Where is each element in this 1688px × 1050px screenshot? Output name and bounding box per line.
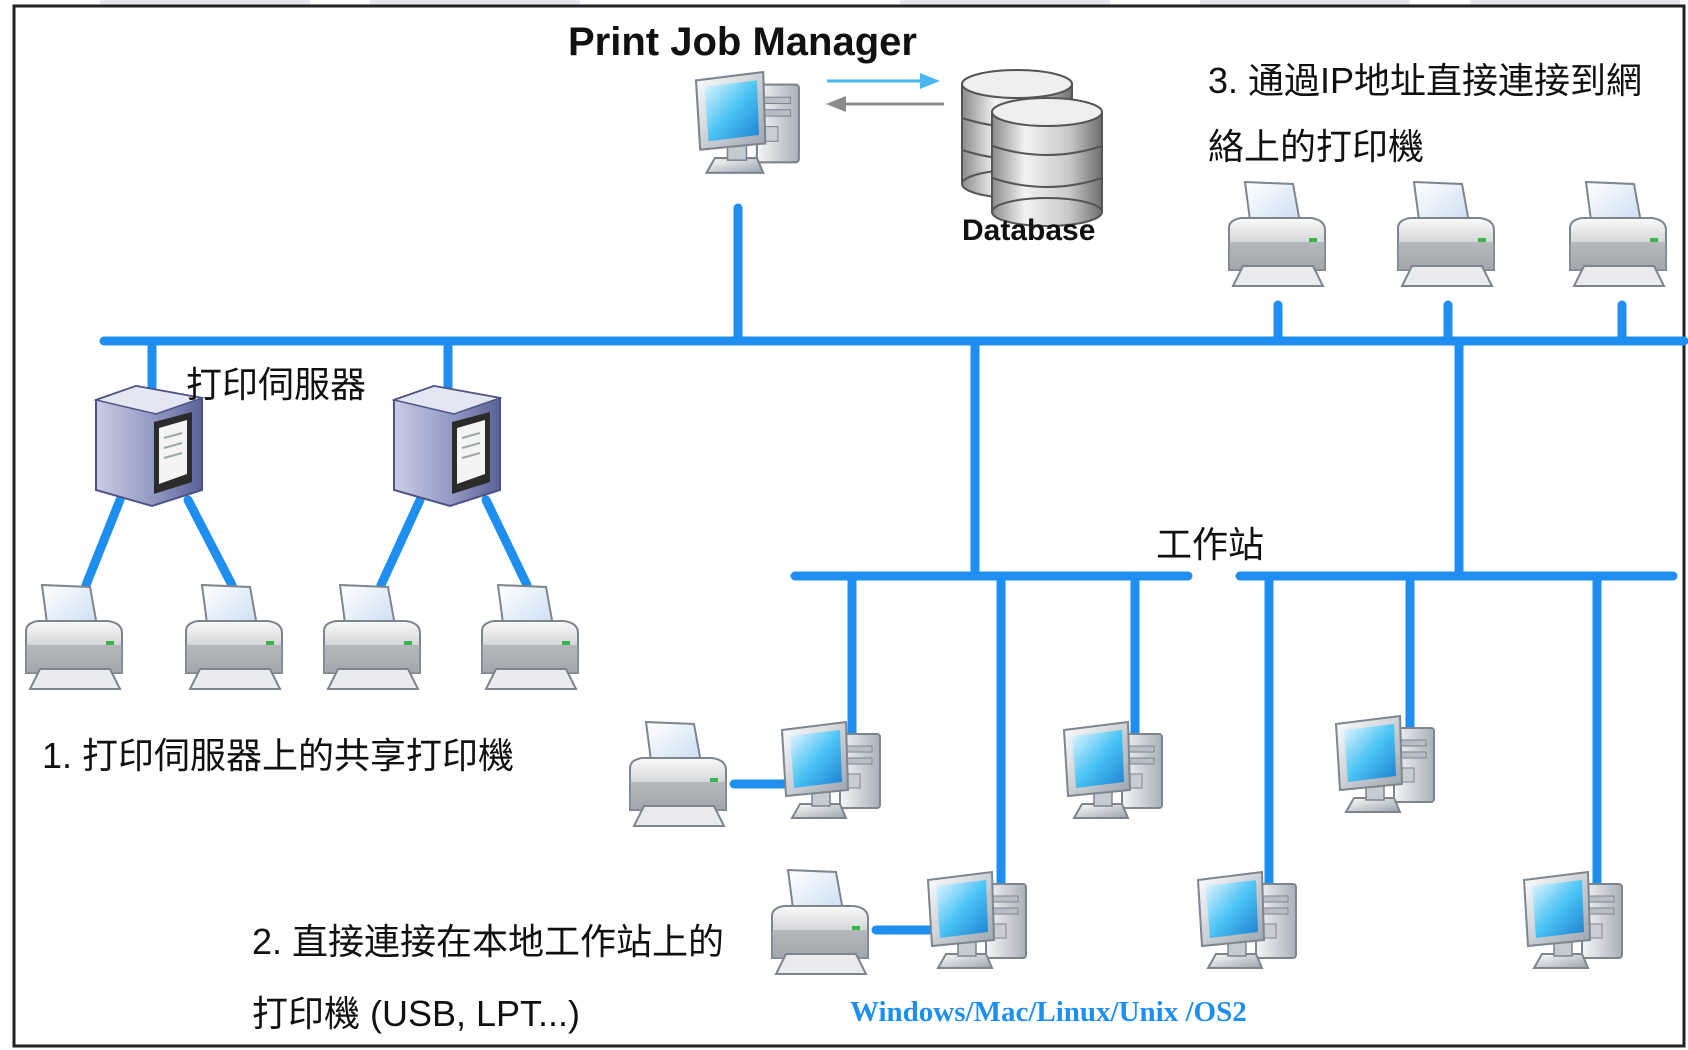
computer-icon	[1523, 871, 1623, 969]
print-job-manager-title: Print Job Manager	[568, 20, 917, 64]
workstation-label: 工作站	[1156, 524, 1265, 565]
print-server-icon	[393, 385, 501, 507]
printer-icon	[1569, 181, 1667, 287]
printer-icon	[25, 584, 123, 690]
printer-icon	[629, 721, 727, 827]
computer-icon	[1063, 721, 1163, 819]
computer-icon	[781, 721, 881, 819]
printer-icon	[1228, 181, 1326, 287]
arrows	[826, 73, 944, 112]
computer-icon	[694, 70, 800, 174]
arrow-left-icon	[826, 96, 846, 112]
server-printer-link	[481, 495, 532, 590]
top-tab-strip	[370, 0, 580, 6]
computer-icon	[1197, 871, 1297, 969]
ip-printers-label: 3. 通過IP地址直接連接到網絡上的打印機	[1208, 60, 1643, 167]
top-tab-strip	[1470, 0, 1680, 6]
database-label: Database	[962, 214, 1096, 247]
arrow-right-icon	[920, 73, 940, 89]
network-lines	[81, 203, 1688, 935]
printer-icon	[323, 584, 421, 690]
print-server-label: 打印伺服器	[186, 364, 367, 405]
os-label: Windows/Mac/Linux/Unix /OS2	[850, 996, 1247, 1028]
shared-printers-label: 1. 打印伺服器上的共享打印機	[42, 735, 515, 776]
server-printer-link	[376, 495, 425, 590]
printer-icon	[1397, 181, 1495, 287]
top-tab-strip	[100, 0, 310, 6]
computer-icon	[1335, 715, 1435, 813]
printer-icon	[185, 584, 283, 690]
database-icon	[961, 69, 1103, 227]
printer-icon	[481, 584, 579, 690]
server-printer-link	[183, 495, 237, 590]
frame-border	[12, 4, 1686, 1048]
top-tab-strip	[900, 0, 1110, 6]
top-tab-strip	[1200, 0, 1410, 6]
computer-icon	[927, 871, 1027, 969]
server-printer-link	[81, 495, 125, 590]
printer-icon	[771, 869, 869, 975]
local-printers-label: 2. 直接連接在本地工作站上的打印機 (USB, LPT...)	[252, 921, 725, 1034]
